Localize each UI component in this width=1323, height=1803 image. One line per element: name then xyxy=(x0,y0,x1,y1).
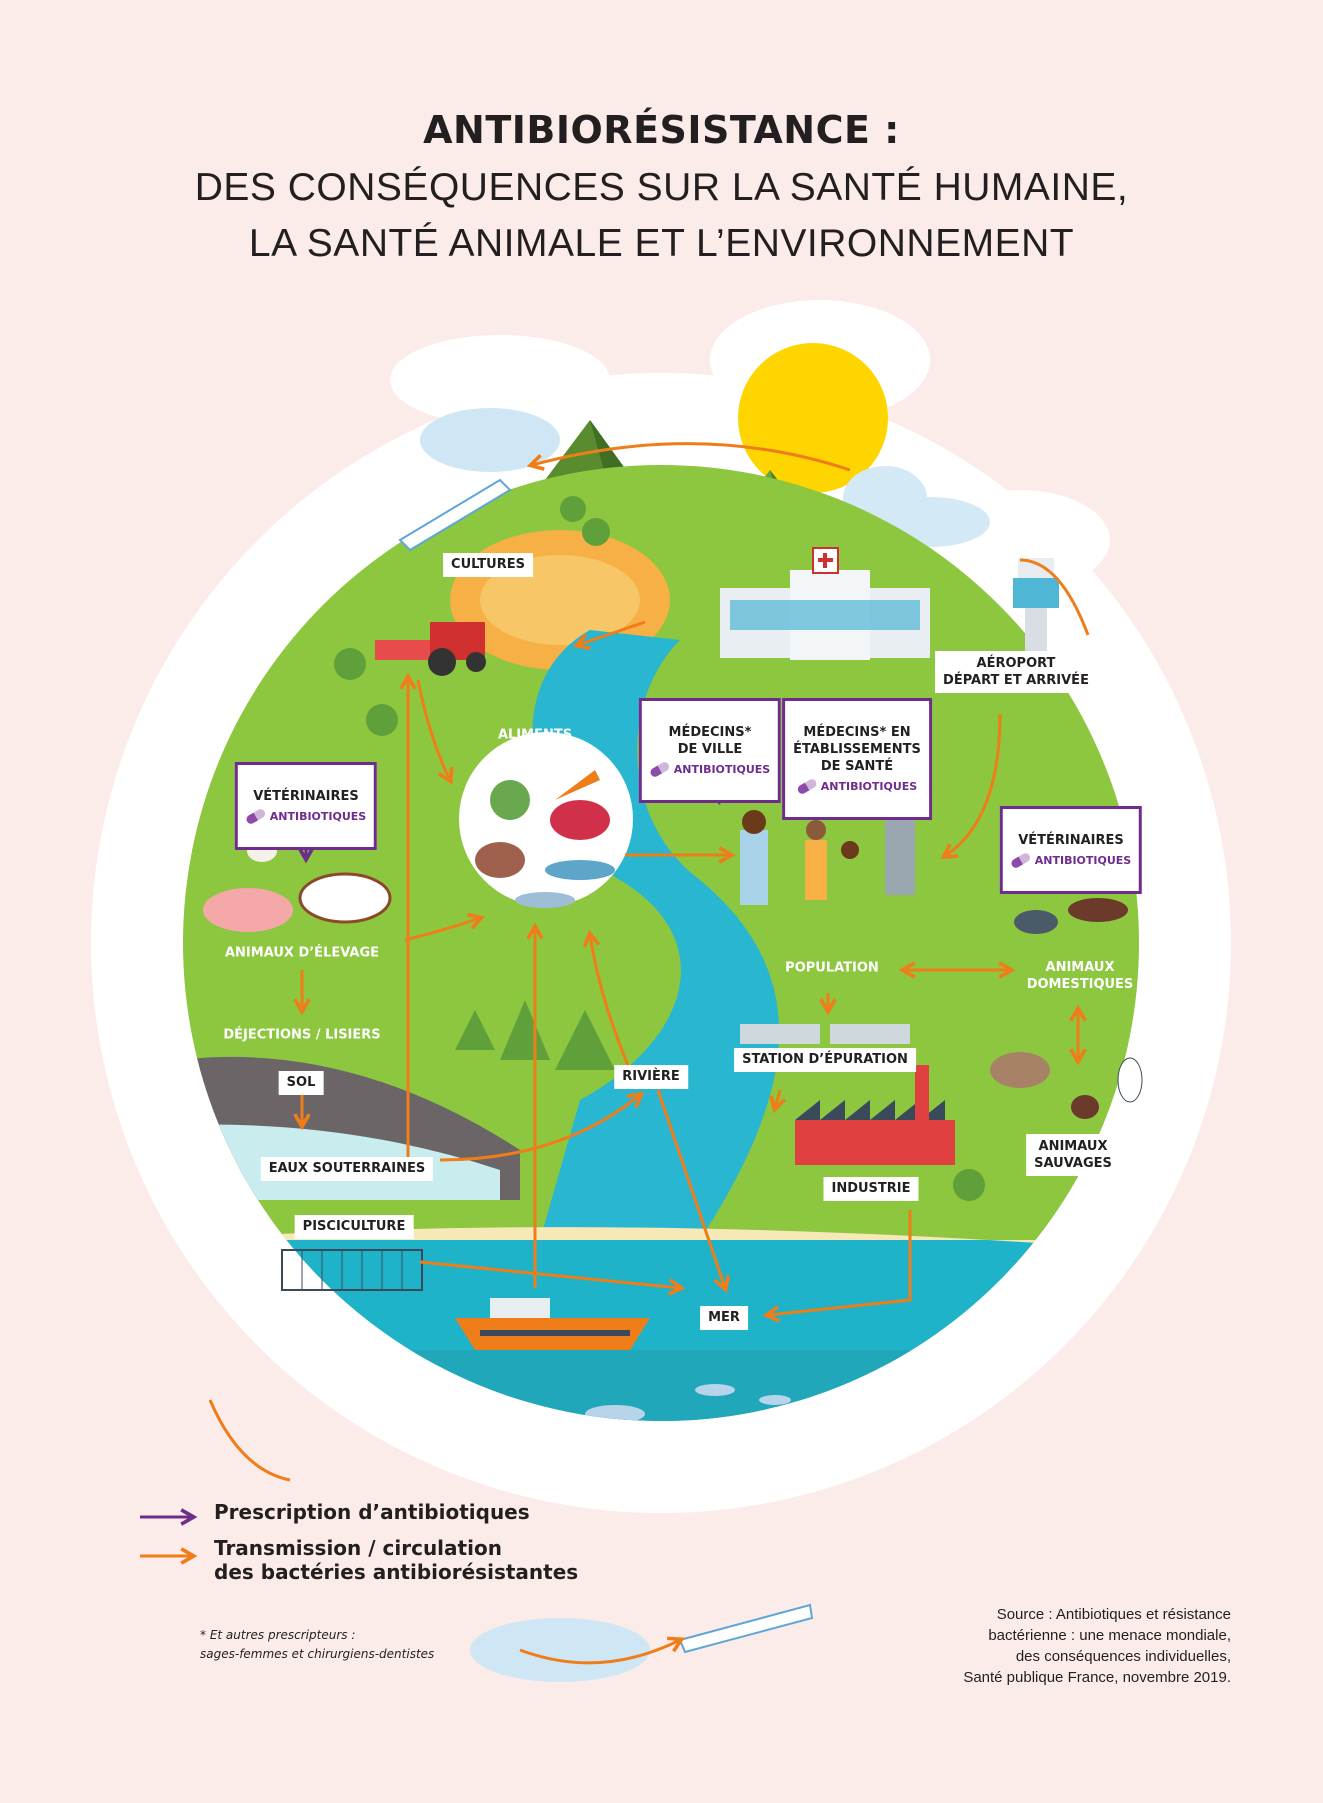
label-riviere: RIVIÈRE xyxy=(614,1065,688,1089)
label-eaux-souterraines: EAUX SOUTERRAINES xyxy=(260,1157,434,1181)
label-aeroport: AÉROPORT DÉPART ET ARRIVÉE xyxy=(935,651,1097,693)
prescriber-veterinaires-right: VÉTÉRINAIRES ANTIBIOTIQUES xyxy=(999,806,1143,894)
control-tower-icon xyxy=(1013,558,1059,660)
label-pisciculture: PISCICULTURE xyxy=(294,1215,414,1239)
antibiotiques-tag: ANTIBIOTIQUES xyxy=(269,810,367,823)
transmission-arrows xyxy=(208,442,1090,1665)
airplane-icon xyxy=(398,478,814,1654)
prescriber-veterinaires-left: VÉTÉRINAIRES ANTIBIOTIQUES xyxy=(234,762,378,850)
label-sol: SOL xyxy=(278,1071,324,1095)
boat-icon xyxy=(455,1298,650,1350)
fish-farm-icon xyxy=(281,1249,423,1291)
title-subtitle-line2: LA SANTÉ ANIMALE ET L’ENVIRONNEMENT xyxy=(248,222,1075,265)
legend-prescription-text: Prescription d’antibiotiques xyxy=(214,1500,530,1524)
people-icon xyxy=(740,790,915,905)
footnote: * Et autres prescripteurs : sages-femmes… xyxy=(200,1628,435,1661)
pill-icon xyxy=(1009,851,1032,870)
pill-icon xyxy=(648,760,671,779)
prescriber-label: VÉTÉRINAIRES xyxy=(253,789,359,804)
prescriber-label: MÉDECINS* DE VILLE xyxy=(668,725,752,757)
pill-icon xyxy=(244,807,267,826)
label-aliments: ALIMENTS xyxy=(497,727,573,743)
legend-prescription: Prescription d’antibiotiques xyxy=(202,1500,578,1524)
legend: Prescription d’antibiotiques Transmissio… xyxy=(138,1500,578,1596)
label-station-epuration: STATION D’ÉPURATION xyxy=(734,1048,916,1072)
antibiotiques-tag: ANTIBIOTIQUES xyxy=(820,780,918,793)
legend-transmission-text: Transmission / circulation des bactéries… xyxy=(214,1536,579,1584)
prescriber-medecins-etablissements: MÉDECINS* EN ÉTABLISSEMENTS DE SANTÉ ANT… xyxy=(782,698,932,820)
treatment-plant-icon xyxy=(740,1024,910,1044)
prescriber-label: VÉTÉRINAIRES xyxy=(1018,833,1124,848)
label-mer: MER xyxy=(700,1306,748,1330)
label-industrie: INDUSTRIE xyxy=(823,1177,919,1201)
antibiotiques-tag: ANTIBIOTIQUES xyxy=(1034,854,1132,867)
label-animaux-sauvages: ANIMAUX SAUVAGES xyxy=(1026,1134,1120,1176)
label-animaux-domestiques: ANIMAUX DOMESTIQUES xyxy=(1026,960,1134,992)
sun-icon xyxy=(738,343,888,493)
prescriber-medecins-ville: MÉDECINS* DE VILLE ANTIBIOTIQUES xyxy=(638,698,782,803)
label-population: POPULATION xyxy=(785,960,879,976)
label-dejections: DÉJECTIONS / LISIERS xyxy=(223,1027,381,1043)
title-main: ANTIBIORÉSISTANCE : xyxy=(423,108,900,152)
wild-animals-icon xyxy=(990,1052,1143,1119)
factory-icon xyxy=(795,1065,955,1165)
source-credit: Source : Antibiotiques et résistance bac… xyxy=(963,1606,1231,1686)
title-block: ANTIBIORÉSISTANCE : DES CONSÉQUENCES SUR… xyxy=(0,108,1323,272)
food-icon xyxy=(475,770,615,908)
label-cultures: CULTURES xyxy=(443,553,533,577)
prescriber-label: MÉDECINS* EN ÉTABLISSEMENTS DE SANTÉ xyxy=(793,725,921,774)
antibiotiques-tag: ANTIBIOTIQUES xyxy=(673,763,771,776)
tree-icon xyxy=(334,496,985,1201)
legend-transmission: Transmission / circulation des bactéries… xyxy=(202,1536,578,1584)
legend-arrow-icons xyxy=(140,1508,198,1565)
hospital-icon xyxy=(720,547,930,660)
title-subtitle-line1: DES CONSÉQUENCES SUR LA SANTÉ HUMAINE, xyxy=(194,166,1129,209)
pill-icon xyxy=(795,777,818,796)
pets-icon xyxy=(1014,898,1128,934)
tractor-icon xyxy=(375,622,486,676)
label-animaux-elevage: ANIMAUX D’ÉLEVAGE xyxy=(224,945,380,961)
